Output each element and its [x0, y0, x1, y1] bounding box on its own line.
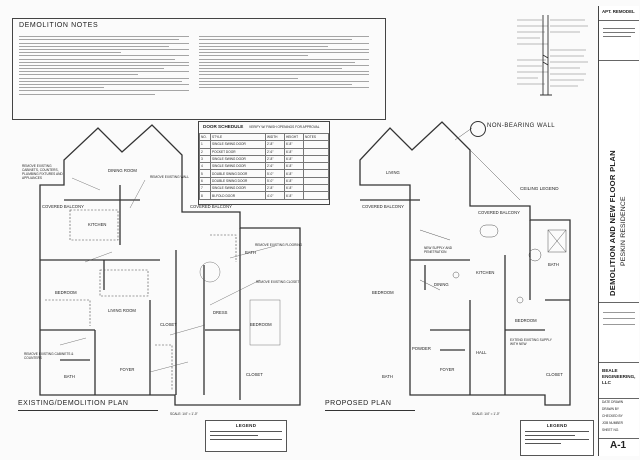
residence-name: PESKIN RESIDENCE: [620, 196, 627, 266]
room-label: FOYER: [120, 367, 135, 372]
room-label: DINING: [434, 282, 449, 287]
room-label: BEDROOM: [372, 290, 394, 295]
legend-title: LEGEND: [546, 423, 568, 428]
title-underline: [18, 410, 158, 411]
legend-title: LEGEND: [235, 423, 257, 428]
proposed-plan-title: PROPOSED PLAN: [325, 400, 392, 407]
tb-revisions: [599, 302, 639, 363]
room-label: CLOSET: [546, 372, 563, 377]
callout-text: EXTEND EXISTING SUPPLY WITH NEW: [510, 338, 552, 346]
callout-text: REMOVE EXISTING CABINETS & COUNTERS: [24, 352, 74, 360]
existing-leaders: [59, 177, 281, 373]
room-label: COVERED BALCONY: [190, 204, 232, 209]
room-label: CLOSET: [246, 372, 263, 377]
room-label: BATH: [245, 250, 256, 255]
tb-engineer: BEALE ENGINEERING, LLC: [599, 362, 639, 399]
floor-plans-drawing: [39, 15, 588, 406]
ceiling-legend-label: CEILING LEGEND: [520, 186, 559, 191]
callout-text: REMOVE EXISTING CABINETS, COUNTERS, PLUM…: [22, 164, 63, 180]
notes-title: DEMOLITION NOTES: [19, 22, 99, 29]
existing-plan-scale: SCALE: 1/4" = 1'-0": [170, 412, 198, 416]
room-label: LIVING: [386, 170, 400, 175]
schedule-subtitle: VERIFY W/ FINISH OPENINGS FOR APPROVAL: [249, 125, 320, 129]
callout-text: NEW SUPPLY AND PENETRATION: [424, 246, 453, 254]
notes-column-right: [199, 34, 369, 90]
room-label: BATH: [382, 374, 393, 379]
tb-project: APT. REMODEL: [599, 6, 639, 21]
existing-plan-walls: [39, 124, 301, 406]
existing-plan-title: EXISTING/DEMOLITION PLAN: [18, 400, 129, 407]
room-label: BEDROOM: [250, 322, 272, 327]
room-label: BATH: [64, 374, 75, 379]
room-label: FOYER: [440, 367, 455, 372]
wall-section-detail: [540, 15, 552, 96]
notes-column-left: [19, 34, 189, 97]
proposed-plan-scale: SCALE: 1/4" = 1'-0": [472, 412, 500, 416]
tb-main-title: DEMOLITION AND NEW FLOOR PLAN PESKIN RES…: [599, 60, 639, 303]
callout-text: REMOVE EXISTING CLOSET: [256, 280, 300, 284]
sheet-main-title: DEMOLITION AND NEW FLOOR PLAN: [608, 150, 617, 296]
section-marker-icon: [470, 121, 486, 137]
room-label: COVERED BALCONY: [478, 210, 520, 215]
room-label: KITCHEN: [88, 222, 107, 227]
room-label: BATH: [548, 262, 559, 267]
existing-demolition-dashes: [45, 209, 237, 390]
room-label: HALL: [476, 350, 487, 355]
room-label: LIVING ROOM: [108, 308, 136, 313]
non-bearing-label: NON-BEARING WALL: [487, 123, 556, 129]
engineer-name: BEALE ENGINEERING, LLC: [602, 368, 636, 385]
room-label: COVERED BALCONY: [42, 204, 84, 209]
callout-text: REMOVE EXISTING FLOORING: [255, 243, 303, 247]
room-label: DINING ROOM: [108, 168, 137, 173]
legend-existing: LEGEND: [205, 420, 287, 452]
title-underline: [325, 410, 415, 411]
proposed-details: [419, 127, 567, 304]
title-block: APT. REMODEL DEMOLITION AND NEW FLOOR PL…: [598, 6, 639, 456]
demolition-notes: DEMOLITION NOTES: [12, 18, 386, 120]
tb-address: [599, 20, 639, 61]
room-label: KITCHEN: [476, 270, 495, 275]
callout-text: REMOVE EXISTING WALL: [150, 175, 190, 179]
room-label: DRESS: [213, 310, 228, 315]
door-schedule: DOOR SCHEDULE VERIFY W/ FINISH OPENINGS …: [198, 121, 330, 205]
room-label: COVERED BALCONY: [362, 204, 404, 209]
legend-proposed: LEGEND: [520, 420, 594, 456]
tb-sheet: A-1: [599, 438, 639, 456]
schedule-title: DOOR SCHEDULE: [203, 124, 244, 129]
room-label: POWDER: [412, 346, 431, 351]
room-label: BEDROOM: [515, 318, 537, 323]
proposed-plan-walls: [359, 121, 571, 406]
detail-notes-lines: [517, 19, 588, 87]
room-label: BEDROOM: [55, 290, 77, 295]
tb-meta: DATE DRAWN DRAWN BY CHECKED BY JOB NUMBE…: [599, 398, 639, 439]
room-label: CLOSET: [160, 322, 177, 327]
sheet-number: A-1: [610, 440, 627, 451]
